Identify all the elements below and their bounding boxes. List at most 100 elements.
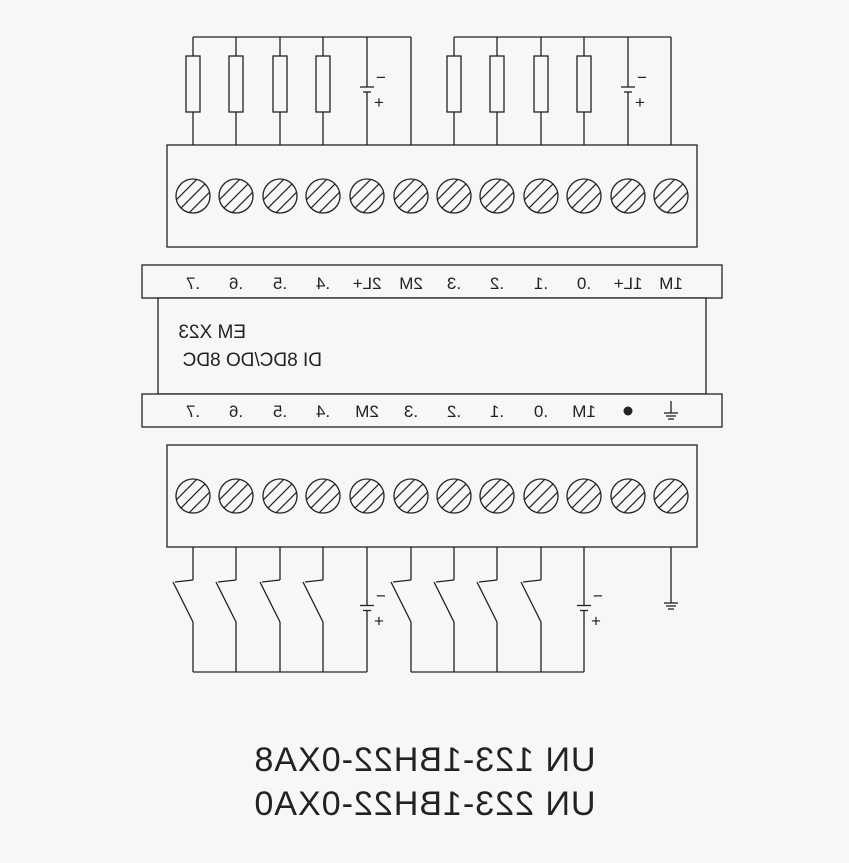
switch-contact-icon bbox=[433, 581, 455, 623]
screw-terminal-icon bbox=[566, 178, 602, 214]
plus-sign: + bbox=[374, 612, 384, 631]
bottom-input-wiring: −+−+ bbox=[172, 547, 678, 673]
dc-supply-icon: −+ bbox=[360, 547, 386, 672]
screw-terminal-icon bbox=[349, 178, 385, 214]
wire bbox=[261, 579, 281, 583]
terminal-label: 1L+ bbox=[614, 274, 643, 293]
load-resistor-icon bbox=[489, 55, 505, 113]
screw-terminal-icon bbox=[305, 178, 341, 214]
top-label-strip: .7 .6 .5 .4 2L+ 2M .3 .2 .1 .0 1L+ 1M bbox=[141, 264, 723, 299]
plus-sign: + bbox=[374, 93, 384, 112]
load-resistor-icon bbox=[272, 55, 288, 113]
terminal-label: .7 bbox=[186, 402, 200, 421]
screw-terminal-icon bbox=[349, 478, 385, 514]
terminal-label: .5 bbox=[273, 274, 287, 293]
load-resistor-icon bbox=[185, 55, 201, 113]
module-body: EM X23 DI 8DC/DO 8DC bbox=[157, 297, 707, 395]
terminal-label: .4 bbox=[316, 274, 330, 293]
minus-sign: − bbox=[593, 587, 603, 606]
terminal-label: .0 bbox=[534, 402, 548, 421]
screw-terminal-icon bbox=[175, 178, 211, 214]
screw-terminal-icon bbox=[523, 478, 559, 514]
label-strip-frame bbox=[141, 264, 723, 299]
screw-terminal-icon bbox=[218, 478, 254, 514]
top-terminal-block bbox=[166, 144, 698, 248]
terminal-label: .5 bbox=[273, 402, 287, 421]
load-resistor-icon bbox=[446, 55, 462, 113]
terminal-label: .2 bbox=[447, 402, 461, 421]
terminal-label: 2M bbox=[355, 402, 379, 421]
terminal-label: 2M bbox=[399, 274, 423, 293]
module-io-spec: DI 8DC/DO 8DC bbox=[183, 350, 322, 371]
terminal-label: .0 bbox=[577, 274, 591, 293]
wire bbox=[217, 579, 237, 583]
terminal-label: 1M bbox=[572, 402, 596, 421]
screw-terminal-icon bbox=[566, 478, 602, 514]
terminal-label: 2L+ bbox=[353, 274, 382, 293]
switch-contact-icon bbox=[520, 581, 542, 623]
screw-terminal-icon bbox=[479, 478, 515, 514]
terminal-label: .1 bbox=[534, 274, 548, 293]
terminal-label: .3 bbox=[447, 274, 461, 293]
screw-terminal-icon bbox=[436, 178, 472, 214]
screw-terminal-icon bbox=[218, 178, 254, 214]
screw-terminal-icon bbox=[653, 478, 689, 514]
load-resistor-icon bbox=[315, 55, 331, 113]
order-codes: UN 123-1BH22-0XA8 UN 223-1BH22-0XA0 bbox=[0, 738, 849, 826]
terminal-label: .3 bbox=[404, 402, 418, 421]
screw-terminal-icon bbox=[610, 478, 646, 514]
wire bbox=[392, 579, 412, 583]
terminal-block-frame bbox=[166, 144, 698, 248]
wire bbox=[478, 579, 498, 583]
screw-terminal-icon bbox=[393, 478, 429, 514]
switch-contact-icon bbox=[259, 581, 281, 623]
wire bbox=[435, 579, 455, 583]
switch-contact-icon bbox=[172, 581, 194, 623]
terminal-label: .6 bbox=[229, 402, 243, 421]
terminal-block-frame bbox=[166, 444, 698, 548]
dc-supply-icon: −+ bbox=[360, 37, 386, 145]
load-resistor-icon bbox=[533, 55, 549, 113]
switch-contact-icon bbox=[215, 581, 237, 623]
order-code-line-1: UN 123-1BH22-0XA8 bbox=[253, 741, 596, 779]
plus-sign: + bbox=[591, 612, 601, 631]
bottom-terminal-block bbox=[166, 444, 698, 548]
bullet-icon bbox=[623, 406, 633, 416]
top-output-wiring: −+−+ bbox=[185, 36, 672, 145]
screw-terminal-icon bbox=[393, 178, 429, 214]
wire bbox=[174, 579, 194, 583]
terminal-label: .7 bbox=[186, 274, 200, 293]
ground-icon bbox=[664, 602, 678, 610]
screw-terminal-icon bbox=[305, 478, 341, 514]
switch-contact-icon bbox=[476, 581, 498, 623]
minus-sign: − bbox=[637, 68, 647, 87]
screw-terminal-icon bbox=[262, 478, 298, 514]
screw-terminal-icon bbox=[175, 478, 211, 514]
screw-terminal-icon bbox=[610, 178, 646, 214]
order-code-line-2: UN 223-1BH22-0XA0 bbox=[253, 785, 596, 823]
ground-icon bbox=[664, 401, 678, 420]
wire bbox=[522, 579, 542, 583]
screw-terminal-icon bbox=[653, 178, 689, 214]
screw-terminal-icon bbox=[436, 478, 472, 514]
load-resistor-icon bbox=[228, 55, 244, 113]
terminal-label: .2 bbox=[490, 274, 504, 293]
screw-terminal-icon bbox=[523, 178, 559, 214]
switch-contact-icon bbox=[390, 581, 412, 623]
plus-sign: + bbox=[635, 93, 645, 112]
dc-supply-icon: −+ bbox=[621, 37, 647, 145]
wire bbox=[304, 579, 324, 583]
terminal-label: .6 bbox=[229, 274, 243, 293]
load-resistor-icon bbox=[576, 55, 592, 113]
terminal-label: .4 bbox=[316, 402, 330, 421]
module-name: EM X23 bbox=[178, 322, 246, 343]
dc-supply-icon: −+ bbox=[577, 547, 603, 672]
switch-contact-icon bbox=[302, 581, 324, 623]
screw-terminal-icon bbox=[262, 178, 298, 214]
screw-terminal-icon bbox=[479, 178, 515, 214]
terminal-label: 1M bbox=[659, 274, 683, 293]
minus-sign: − bbox=[376, 587, 386, 606]
minus-sign: − bbox=[376, 68, 386, 87]
